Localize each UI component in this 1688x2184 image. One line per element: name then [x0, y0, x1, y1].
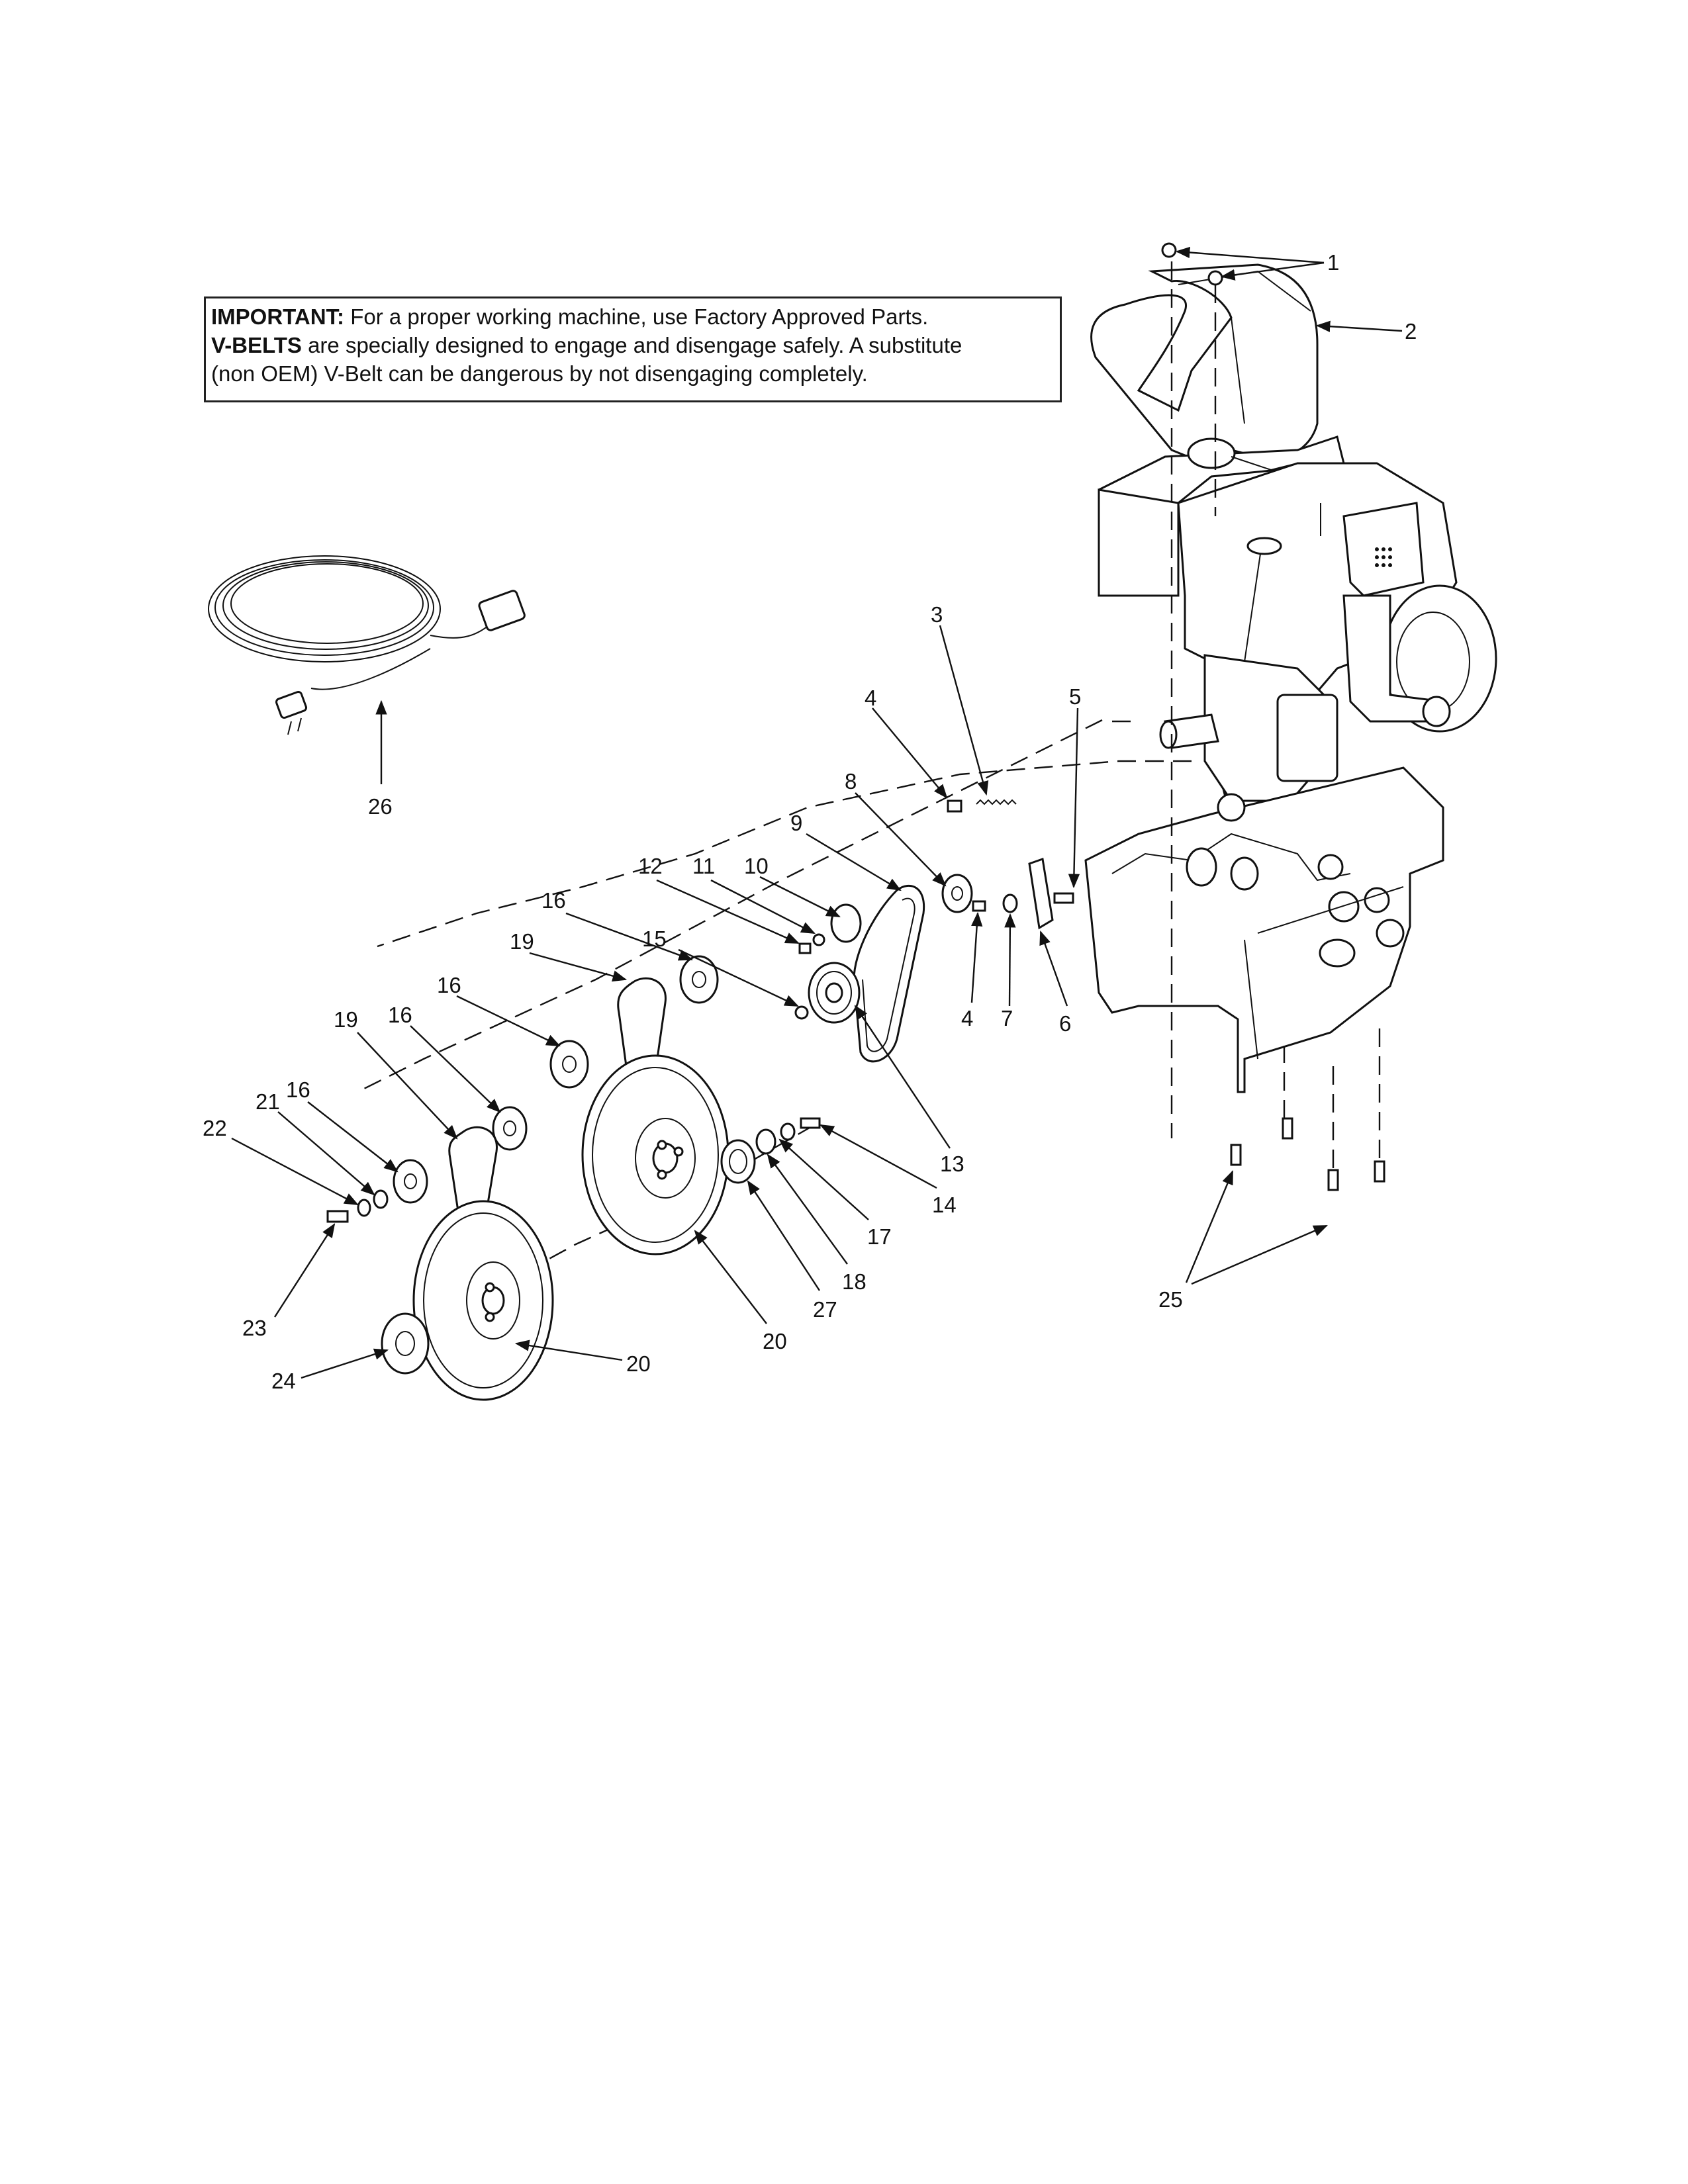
- washer-part-16-d: [393, 1159, 428, 1204]
- callout-6: 6: [1059, 1011, 1071, 1036]
- bracket-part-6: [1028, 857, 1054, 930]
- power-cord-part-26: [208, 555, 526, 735]
- notice-line-3: (non OEM) V-Belt can be dangerous by not…: [211, 361, 868, 386]
- callout-16-a: 16: [541, 888, 566, 913]
- nut-part-15: [794, 1005, 809, 1020]
- callout-20-a: 20: [763, 1329, 787, 1353]
- callout-24: 24: [271, 1369, 296, 1393]
- important-notice-box: IMPORTANT: For a proper working machine,…: [204, 296, 1062, 402]
- callout-11: 11: [692, 854, 715, 878]
- hub-part-24: [381, 1312, 430, 1375]
- callout-21: 21: [256, 1089, 280, 1114]
- callout-10: 10: [744, 854, 769, 878]
- washer-part-18: [755, 1128, 776, 1155]
- callout-20-b: 20: [626, 1351, 651, 1376]
- washer-part-16-c: [492, 1106, 528, 1151]
- muffler-grille: [1375, 547, 1392, 567]
- spring-part-3: [976, 799, 1017, 805]
- callout-labels: 1 2 3 4 4 5 6 7 8 9 10 11 12 13 14 15 16…: [203, 250, 1417, 1393]
- callout-2: 2: [1405, 319, 1417, 343]
- vbelts-text: are specially designed to engage and dis…: [301, 333, 962, 357]
- bolt-part-23: [326, 1210, 349, 1223]
- callout-12: 12: [638, 854, 663, 878]
- callout-26: 26: [368, 794, 393, 819]
- callout-9: 9: [790, 811, 802, 835]
- washer-part-10: [830, 903, 862, 943]
- callout-19-a: 19: [510, 929, 534, 954]
- bolts-part-25: [1230, 1117, 1385, 1191]
- frame-plate: [1084, 766, 1444, 1093]
- notice-line-2: V-BELTS are specially designed to engage…: [211, 331, 1055, 359]
- important-label: IMPORTANT:: [211, 304, 345, 329]
- callout-19-b: 19: [334, 1007, 358, 1032]
- bolt-part-12: [798, 942, 812, 954]
- vbelts-label: V-BELTS: [211, 333, 302, 357]
- callout-16-b: 16: [437, 973, 461, 997]
- ring-part-27: [720, 1139, 756, 1184]
- washer-part-21: [373, 1189, 389, 1209]
- callout-14: 14: [932, 1193, 957, 1217]
- idler-part-8: [941, 874, 973, 913]
- shroud-part-2: [1090, 263, 1319, 465]
- callout-7: 7: [1001, 1006, 1013, 1030]
- washer-part-16-a: [679, 955, 719, 1004]
- callout-18: 18: [842, 1269, 867, 1294]
- bolt-part-5: [1053, 892, 1074, 904]
- bolt-part-14: [800, 1117, 821, 1129]
- callout-3: 3: [931, 602, 943, 627]
- washer-part-11: [812, 933, 825, 946]
- washer-part-7: [1002, 893, 1018, 913]
- engine-assembly: [1084, 263, 1497, 1093]
- callout-23: 23: [242, 1316, 267, 1340]
- nut-part-1: [1161, 242, 1223, 286]
- callout-13: 13: [940, 1152, 964, 1176]
- callout-8: 8: [845, 769, 857, 794]
- callout-4-upper: 4: [865, 686, 876, 710]
- important-text: For a proper working machine, use Factor…: [344, 304, 929, 329]
- callout-17: 17: [867, 1224, 892, 1249]
- callout-16-d: 16: [286, 1077, 310, 1102]
- callout-15: 15: [642, 927, 667, 951]
- callout-4-lower: 4: [961, 1006, 973, 1030]
- belt-part-9: [853, 884, 925, 1063]
- callout-1: 1: [1327, 250, 1339, 275]
- callout-25: 25: [1158, 1287, 1183, 1312]
- callout-27: 27: [813, 1297, 837, 1322]
- leader-lines: [231, 246, 1403, 1379]
- notice-line-1: IMPORTANT: For a proper working machine,…: [211, 302, 1055, 331]
- callout-16-c: 16: [388, 1003, 412, 1027]
- washer-part-22: [357, 1199, 371, 1217]
- bolt-part-4-lower: [972, 900, 986, 912]
- washer-part-17: [780, 1122, 796, 1141]
- callout-5: 5: [1069, 684, 1081, 709]
- callout-22: 22: [203, 1116, 227, 1140]
- bolt-part-4-upper: [947, 799, 962, 813]
- washer-part-16-b: [549, 1040, 589, 1089]
